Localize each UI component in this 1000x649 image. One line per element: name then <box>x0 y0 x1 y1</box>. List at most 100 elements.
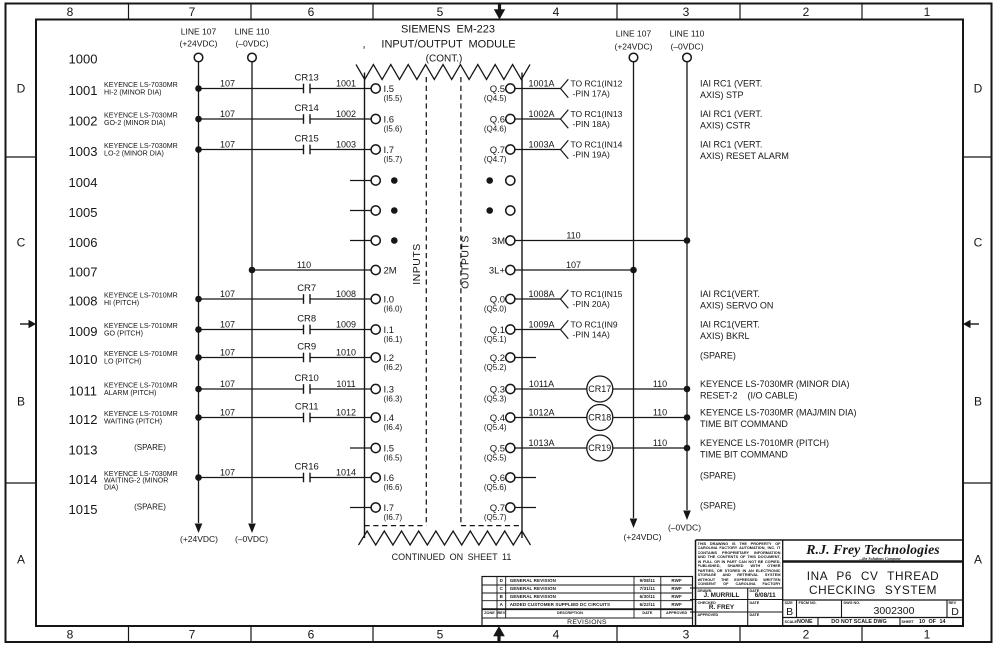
revision-approved: RWF <box>671 577 682 583</box>
rung-number: 1010 <box>69 352 98 367</box>
fork-arm <box>560 109 569 120</box>
device-label: WAITING (PITCH) <box>104 417 162 425</box>
device-label: LO (PITCH) <box>104 357 141 365</box>
output-terminal-address: (Q4.5) <box>484 94 507 103</box>
bus-bottom-voltage: (+24VDC) <box>623 532 661 542</box>
rung-number: 1002 <box>69 113 98 128</box>
rung-number: 1013 <box>69 442 98 457</box>
fork-arm <box>560 78 569 89</box>
module-cont: (CONT.) <box>426 54 463 65</box>
fscm-label: FSCM NO. <box>798 601 817 605</box>
outputs-label: OUTPUTS <box>460 235 472 289</box>
zone-column-label-bottom: 6 <box>308 627 315 641</box>
rung-number: 1012 <box>69 412 98 427</box>
drawn-label: DRAWN <box>697 589 712 593</box>
wire-number: 1001A <box>528 79 554 89</box>
rung-annotation: AXIS) STP <box>700 90 744 100</box>
rung-annotation: KEYENCE LS-7030MR (MINOR DIA) <box>700 379 850 389</box>
dwg-no-label: DWG NO. <box>843 601 861 605</box>
revisions-header-description: DESCRIPTION <box>556 610 583 615</box>
device-label: GO-2 (MINOR DIA) <box>104 119 165 127</box>
device-label: DIA) <box>104 484 118 492</box>
revision-rev: A <box>499 602 504 607</box>
revisions-header-date: DATE <box>642 610 653 615</box>
center-arrow-left <box>28 319 36 329</box>
device-label: KEYENCE LS-7010MR <box>104 322 178 330</box>
output-terminal-address: (Q5.3) <box>484 394 507 403</box>
bus-top-label: LINE 107 <box>181 27 217 37</box>
drawn-by-value: J. MURRILL <box>703 591 740 599</box>
revision-approved: RWF <box>671 593 682 599</box>
bus-junction-dot <box>683 385 691 393</box>
input-terminal-address: (I6.0) <box>384 304 403 313</box>
checked-by-value: R. FREY <box>708 604 735 611</box>
wire-label: 107 <box>220 320 235 330</box>
zone-column-label-bottom: 1 <box>924 627 931 641</box>
checked-label: CHECKED <box>697 600 716 605</box>
input-terminal <box>370 502 382 513</box>
input-terminal-label: I.0 <box>384 294 395 305</box>
device-label: KEYENCE LS-7010MR <box>104 410 178 418</box>
rung-number: 1006 <box>69 235 98 250</box>
output-terminal <box>504 113 516 125</box>
output-terminal-address: (Q5.4) <box>484 423 507 432</box>
input-terminal <box>370 175 382 186</box>
device-label: KEYENCE LS-7010MR <box>104 292 178 300</box>
rung-annotation: AXIS) SERVO ON <box>700 301 773 311</box>
rung-annotation: TIME BIT COMMAND <box>700 450 788 460</box>
zone-column-label-top: 8 <box>67 5 74 19</box>
revision-approved: RWF <box>671 602 682 607</box>
fork-destination: TO RC1(IN9 <box>571 320 618 330</box>
device-label: KEYENCE LS-7030MR <box>104 81 178 89</box>
module-internal-dot <box>391 237 398 244</box>
rung-annotation: KEYENCE LS-7010MR (PITCH) <box>700 438 829 448</box>
rung-annotation: AXIS) RESET ALARM <box>700 151 789 161</box>
device-label: GO (PITCH) <box>104 329 143 337</box>
revision-rev: C <box>499 586 504 592</box>
output-terminal <box>504 472 516 483</box>
module-internal-dot <box>486 177 494 184</box>
bus-top-label: LINE 110 <box>670 29 705 39</box>
input-terminal-label: I.7 <box>384 145 395 156</box>
wire-number: 1003 <box>336 140 356 150</box>
output-terminal-label: Q.0 <box>490 294 505 305</box>
output-terminal <box>504 352 516 363</box>
zone-row-label-right: B <box>974 394 982 408</box>
input-terminal-label: I.5 <box>384 84 395 95</box>
rung-annotation: IAI RC1(VERT. <box>700 289 760 299</box>
output-terminal-address: (Q5.0) <box>484 304 507 313</box>
output-terminal-address: (Q5.7) <box>484 513 507 522</box>
wire-label: 107 <box>220 79 235 89</box>
input-terminal-address: (I6.5) <box>384 453 403 462</box>
revision-rev: B <box>499 593 504 599</box>
rung-annotation: (SPARE) <box>700 471 736 481</box>
input-terminal <box>370 235 382 246</box>
bus-bottom-voltage: (+24VDC) <box>180 534 218 544</box>
output-terminal-label: Q.2 <box>490 353 505 364</box>
revision-rev: D <box>499 577 504 583</box>
rung-number: 1000 <box>69 51 98 66</box>
drawn-date-value: 6/08/11 <box>754 591 776 599</box>
fork-destination: TO RC1(IN13 <box>571 109 623 119</box>
input-terminal <box>370 352 382 363</box>
output-terminal <box>504 235 516 246</box>
fork-destination: -PIN 17A) <box>573 88 610 98</box>
rung-annotation: AXIS) BKRL <box>700 331 750 341</box>
module-vendor-title: SIEMENS EM-223 <box>401 24 495 36</box>
input-terminal <box>370 442 382 454</box>
output-terminal-address: (Q4.7) <box>484 155 507 164</box>
bus-terminal-circle-left-24v <box>193 52 204 63</box>
wire-label: 107 <box>220 348 235 358</box>
rung-number: 1015 <box>69 502 98 517</box>
revisions-title: REVISIONS <box>567 619 607 626</box>
rung-number: 1008 <box>69 293 98 308</box>
company-name: R.J. Frey Technologies <box>806 541 940 557</box>
contact-name: CR15 <box>295 134 319 145</box>
input-terminal-label: I.7 <box>384 503 395 514</box>
bus-top-voltage: (+24VDC) <box>614 42 652 52</box>
relay-coil-name: CR18 <box>588 413 611 423</box>
zone-column-label-top: 3 <box>683 5 690 19</box>
